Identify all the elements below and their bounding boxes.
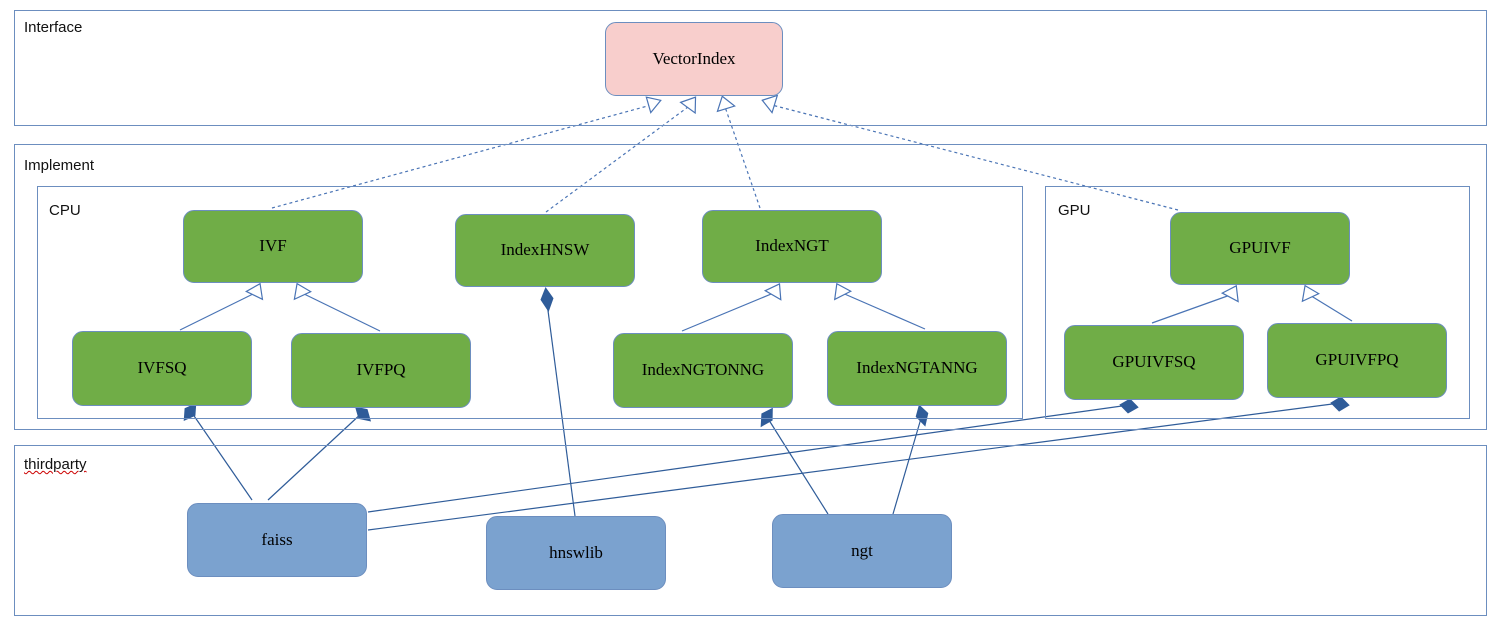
node-ivf[interactable]: IVF bbox=[183, 210, 363, 283]
node-gpuivfpq[interactable]: GPUIVFPQ bbox=[1267, 323, 1447, 398]
container-gpu bbox=[1045, 186, 1470, 419]
node-indexhnsw[interactable]: IndexHNSW bbox=[455, 214, 635, 287]
node-ivfsq[interactable]: IVFSQ bbox=[72, 331, 252, 406]
container-label-cpu: CPU bbox=[49, 202, 81, 219]
container-cpu bbox=[37, 186, 1023, 419]
node-vectorindex[interactable]: VectorIndex bbox=[605, 22, 783, 96]
node-gpuivf[interactable]: GPUIVF bbox=[1170, 212, 1350, 285]
node-indexngt[interactable]: IndexNGT bbox=[702, 210, 882, 283]
container-label-thirdparty: thirdparty bbox=[24, 456, 87, 473]
node-indexngtonng[interactable]: IndexNGTONNG bbox=[613, 333, 793, 408]
node-indexngtanng[interactable]: IndexNGTANNG bbox=[827, 331, 1007, 406]
container-label-implement: Implement bbox=[24, 157, 95, 174]
node-faiss[interactable]: faiss bbox=[187, 503, 367, 577]
node-ivfpq[interactable]: IVFPQ bbox=[291, 333, 471, 408]
container-thirdparty bbox=[14, 445, 1487, 616]
node-gpuivfsq[interactable]: GPUIVFSQ bbox=[1064, 325, 1244, 400]
container-implement bbox=[14, 144, 1487, 430]
node-hnswlib[interactable]: hnswlib bbox=[486, 516, 666, 590]
node-ngt[interactable]: ngt bbox=[772, 514, 952, 588]
container-interface bbox=[14, 10, 1487, 126]
container-label-interface: Interface bbox=[24, 19, 83, 36]
container-label-gpu: GPU bbox=[1058, 202, 1091, 219]
